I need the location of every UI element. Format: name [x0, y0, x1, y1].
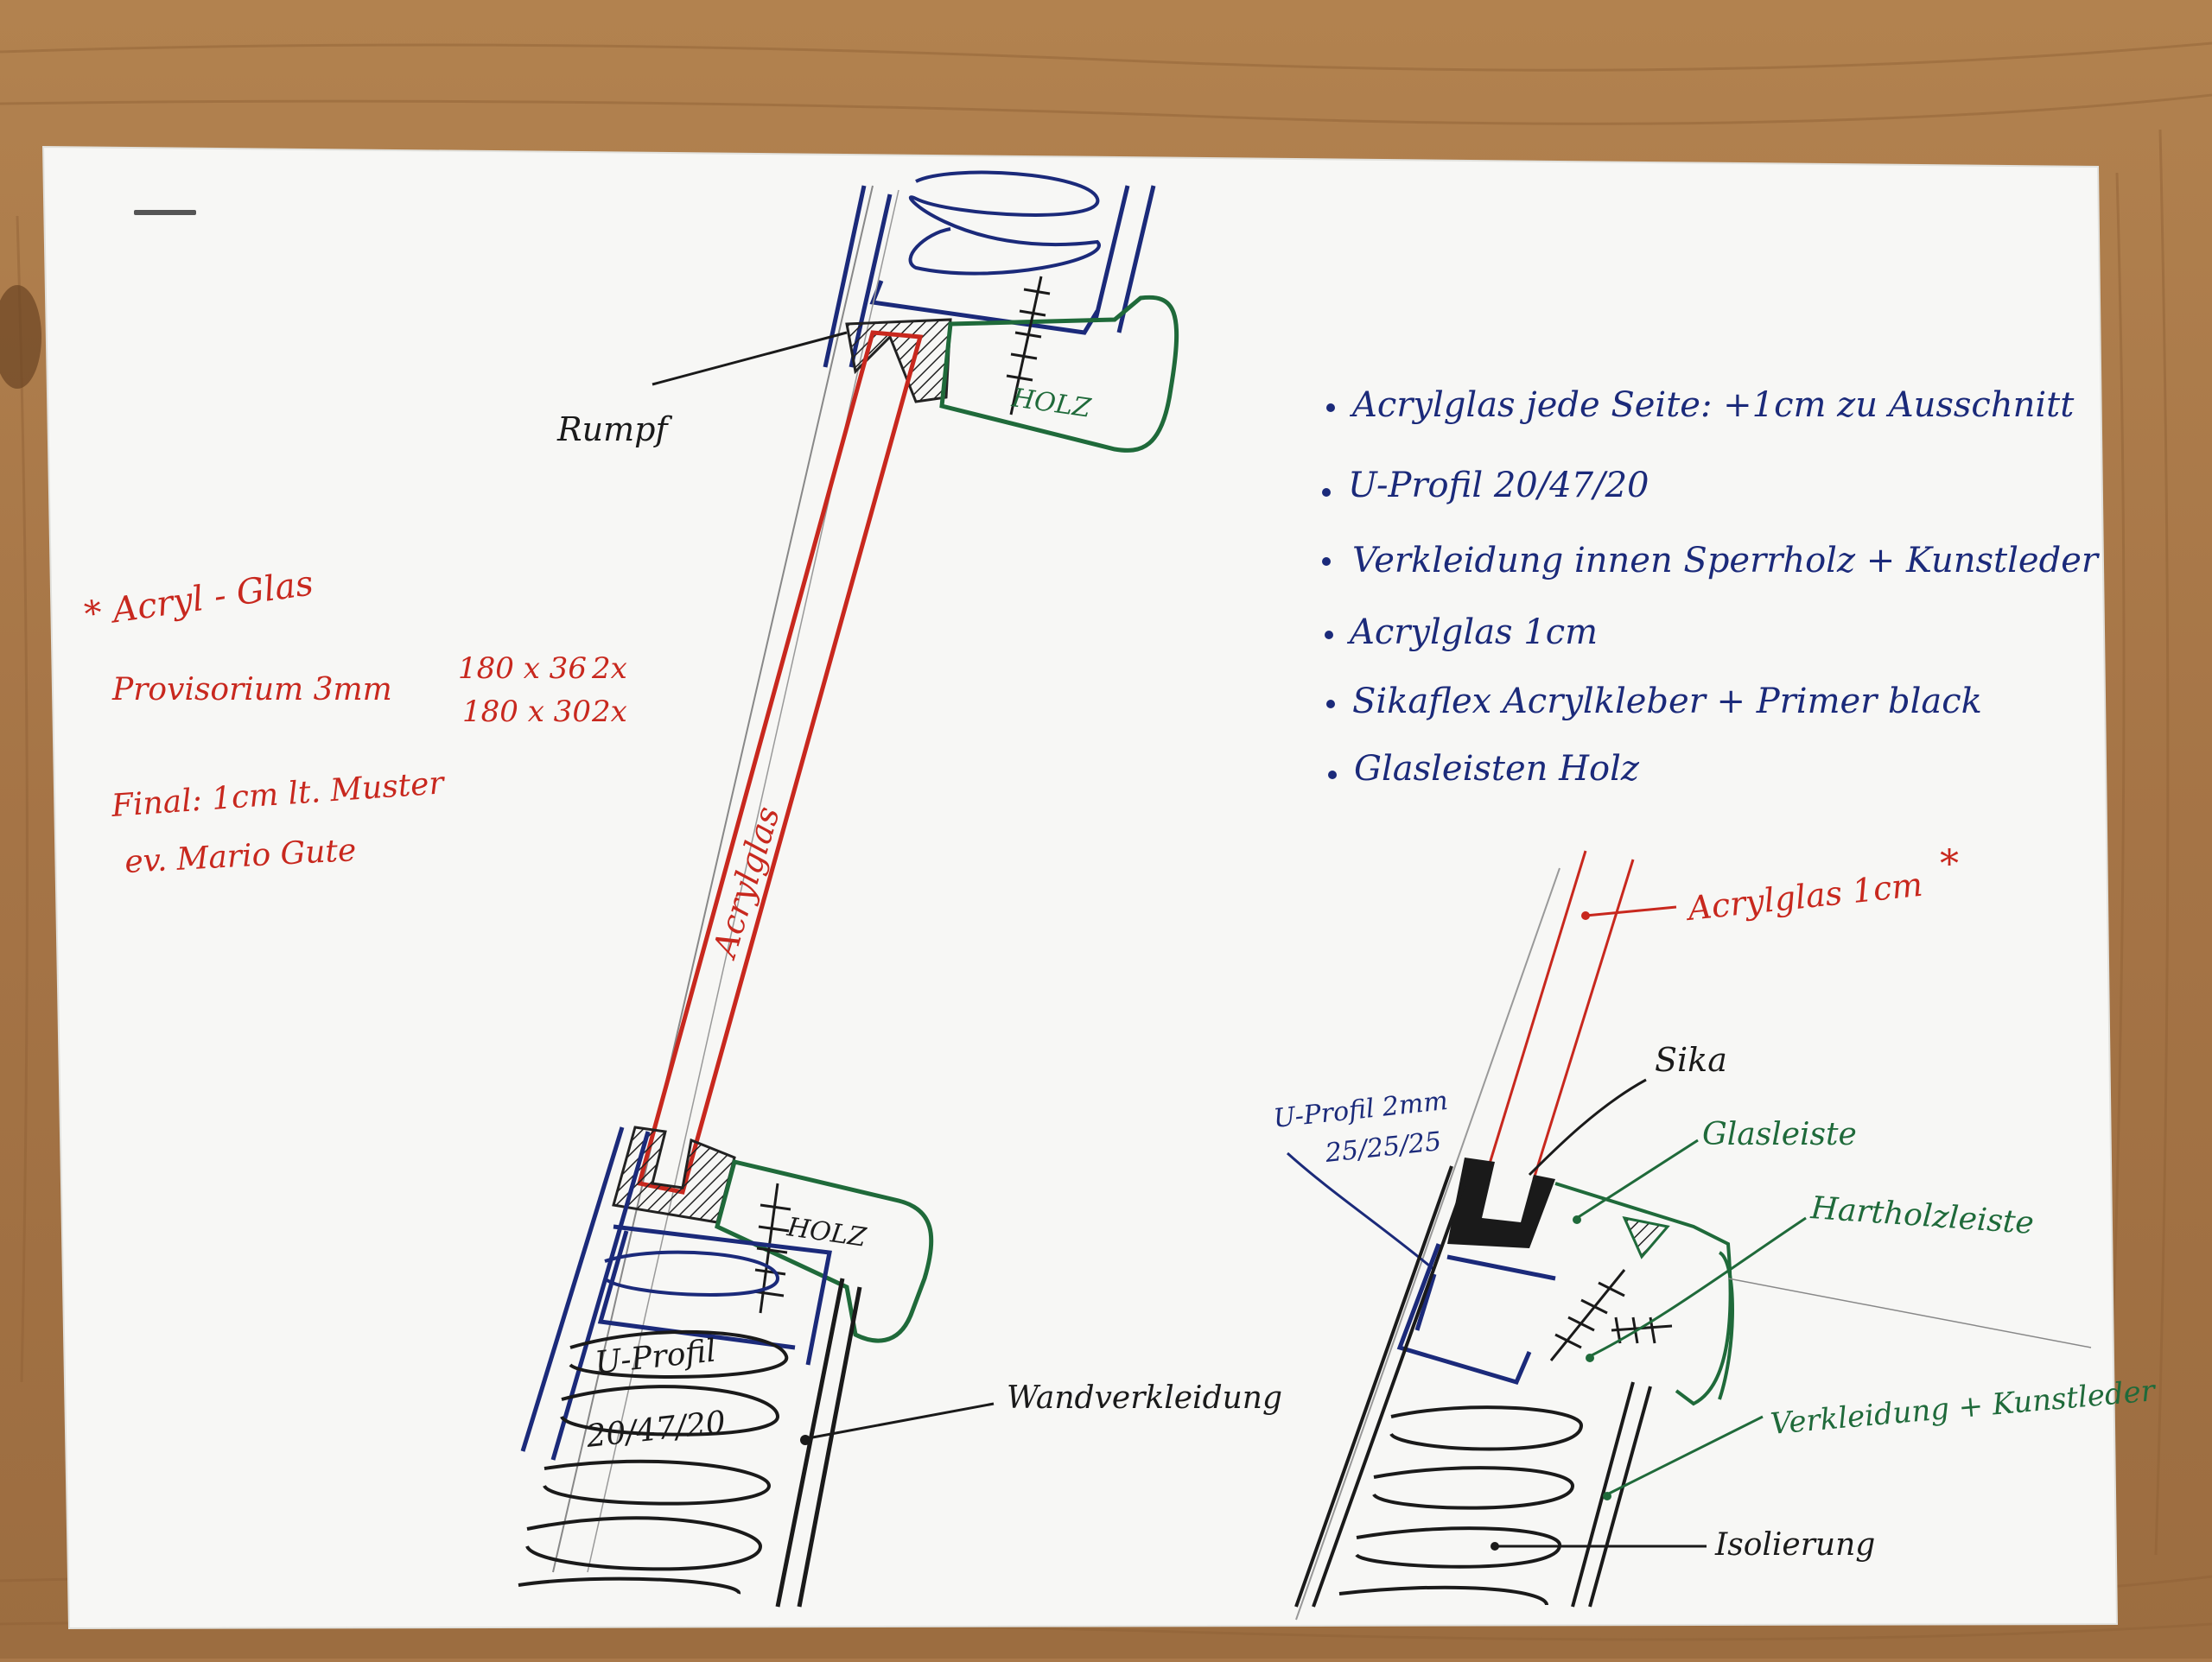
rumpf-leader — [652, 331, 848, 386]
bullet-3: Verkleidung innen Sperrholz + Kunstleder — [1352, 541, 2101, 580]
glasleiste-right — [1718, 1251, 1734, 1400]
right-acrylglas-leader — [1585, 905, 1677, 917]
hull-wall — [552, 185, 874, 1573]
wood-knot — [0, 285, 41, 389]
bottom-wall-lining — [775, 1278, 862, 1608]
right-u-profile — [1396, 1243, 1556, 1386]
wandverkleidung-label: Wandverkleidung — [1007, 1380, 1282, 1416]
provisorium-row2-qty: 2x — [591, 695, 627, 729]
bullet-2: U-Profil 20/47/20 — [1348, 466, 1649, 505]
wandverkleidung-dot — [800, 1435, 810, 1445]
bullet-1: Acrylglas jede Seite: +1cm zu Ausschnitt — [1349, 385, 2075, 425]
bottom-u-profile — [520, 1126, 832, 1461]
top-screw — [1006, 276, 1051, 416]
bullet-5: Sikaflex Acrylkleber + Primer black — [1352, 682, 1982, 721]
verkleidung-guide — [1727, 1278, 2092, 1348]
glasleiste-dot — [1573, 1215, 1581, 1224]
verkleidung-dot — [1603, 1492, 1611, 1500]
right-wall-lines — [1294, 1165, 1652, 1608]
bullet-6: Glasleisten Holz — [1354, 749, 1640, 789]
sika-label: Sika — [1655, 1041, 1727, 1079]
wandverkleidung-leader — [807, 1402, 995, 1440]
rumpf-label: Rumpf — [556, 410, 672, 448]
right-hull-line — [1295, 867, 1560, 1621]
glasleiste-leader — [1576, 1139, 1699, 1220]
bullet-4: Acrylglas 1cm — [1346, 612, 1598, 652]
staple — [134, 210, 196, 215]
bullet-dot-4 — [1325, 631, 1333, 639]
provisorium-label: Provisorium 3mm — [111, 672, 392, 707]
bottom-wood-block — [715, 1159, 934, 1343]
hartholzleiste-dot — [1586, 1354, 1594, 1362]
isolierung-dot — [1491, 1542, 1499, 1551]
u-profil-right-leader — [1286, 1151, 1435, 1272]
sika-fill — [1447, 1158, 1555, 1248]
bullet-dot-5 — [1326, 700, 1335, 708]
bullet-dot-6 — [1328, 771, 1337, 779]
bullet-dot-3 — [1322, 557, 1331, 566]
bullet-dot-1 — [1326, 403, 1335, 412]
bottom-insulation-black — [518, 1329, 789, 1595]
bottom-screw — [753, 1183, 791, 1314]
provisorium-row1-qty: 2x — [591, 651, 627, 686]
paper-sheet — [41, 145, 2119, 1630]
bullet-dot-2 — [1322, 488, 1331, 497]
provisorium-row1-size: 180 x 36 — [458, 651, 587, 686]
glasleiste-label: Glasleiste — [1702, 1117, 1857, 1152]
verkleidung-leader — [1606, 1415, 1764, 1496]
provisorium-row2-size: 180 x 30 — [462, 695, 591, 729]
right-acrylglas-dot — [1581, 911, 1590, 920]
bullet-list: Acrylglas jede Seite: +1cm zu Ausschnitt… — [1322, 385, 2101, 789]
glasleiste-outline — [1554, 1182, 1732, 1406]
isolierung-label: Isolierung — [1714, 1527, 1875, 1563]
sika-leader — [1528, 1078, 1647, 1177]
hartholzleiste-leader — [1589, 1216, 1807, 1358]
bottom-insulation — [603, 1250, 780, 1297]
hartholz-wedge — [1622, 1215, 1670, 1259]
top-wood-block — [939, 295, 1179, 453]
right-star: * — [1940, 842, 1959, 886]
top-frame-insulation — [908, 170, 1101, 276]
